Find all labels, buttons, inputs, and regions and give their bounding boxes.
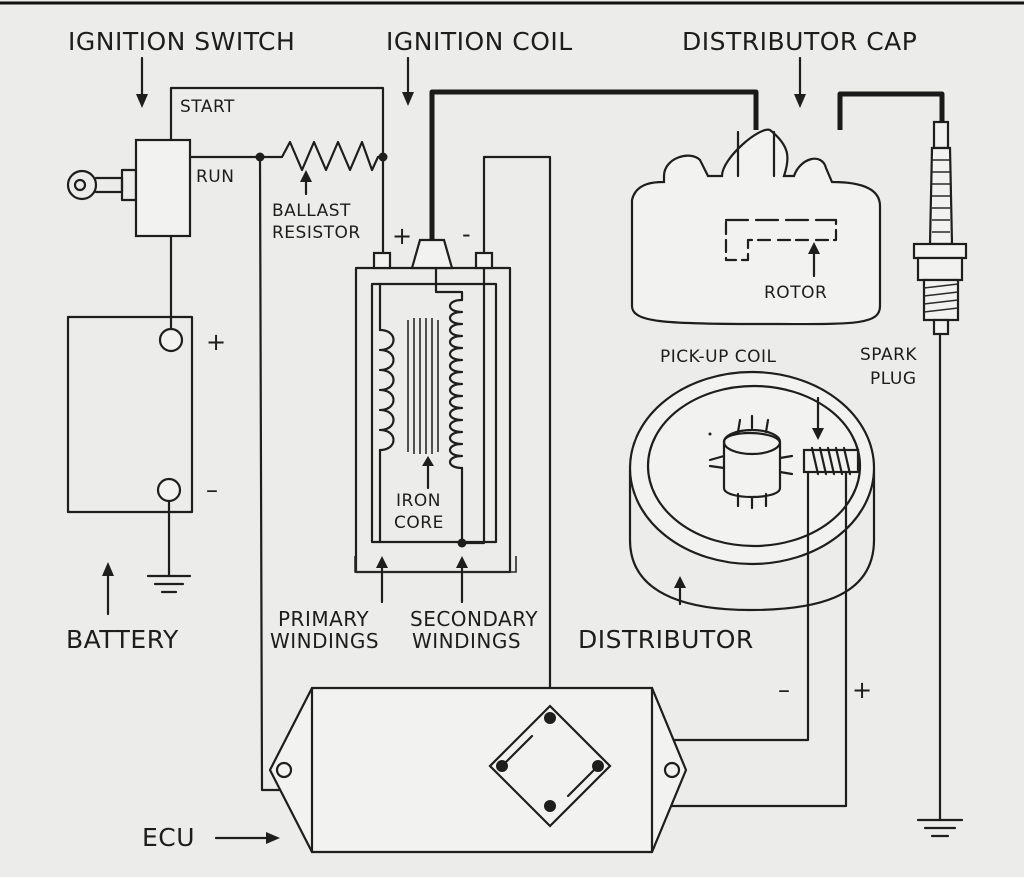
start-wire (169, 86, 385, 255)
ballast-resistor (188, 140, 385, 172)
label-ignition-switch: IGNITION SWITCH (68, 27, 295, 56)
coil-plus-sign: + (392, 222, 413, 250)
label-battery: BATTERY (66, 625, 179, 654)
ecu (214, 686, 688, 854)
label-primary: PRIMARY (278, 607, 369, 631)
label-start: START (180, 97, 235, 117)
label-pick-up-coil: PICK-UP COIL (660, 347, 776, 367)
distributor-cap (630, 128, 882, 326)
spark-plug-lead (837, 91, 945, 130)
coil-tower (410, 238, 454, 270)
battery-minus-sign: – (206, 476, 219, 504)
ignition-switch (66, 138, 192, 238)
coil-high-tension-lead (429, 89, 759, 240)
label-ignition-coil: IGNITION COIL (386, 27, 573, 56)
coil-minus-terminal (474, 251, 494, 270)
label-distributor-cap: DISTRIBUTOR CAP (682, 27, 917, 56)
spark-plug-ground-icon (916, 818, 964, 838)
spark-plug (912, 120, 968, 838)
battery (66, 234, 194, 594)
iron-core (407, 318, 439, 454)
pickup-plus-sign: + (852, 676, 873, 704)
battery-positive-terminal (158, 327, 184, 353)
label-secondary: SECONDARY (410, 607, 538, 631)
coil-minus-sign: - (462, 220, 471, 248)
coil-plus-terminal (372, 251, 392, 270)
ecu-connector (488, 704, 612, 828)
label-primary-windings: WINDINGS (270, 629, 379, 653)
pick-up-coil (802, 396, 860, 476)
label-plug: PLUG (870, 369, 917, 389)
label-core: CORE (394, 513, 444, 533)
primary-windings (378, 328, 395, 452)
coil-plus-junction (378, 152, 388, 162)
distributor (628, 370, 876, 612)
label-distributor: DISTRIBUTOR (578, 625, 754, 654)
battery-plus-sign: + (206, 328, 227, 356)
battery-negative-terminal (156, 477, 182, 503)
ignition-coil (354, 238, 517, 604)
label-secondary-windings: WINDINGS (412, 629, 521, 653)
label-ecu: ECU (142, 823, 195, 852)
reluctor (708, 414, 794, 510)
switch-body (134, 138, 192, 238)
label-spark: SPARK (860, 345, 917, 365)
battery-ground-icon (146, 574, 192, 594)
pickup-minus-sign: – (778, 676, 791, 704)
label-resistor: RESISTOR (272, 223, 361, 243)
label-run: RUN (196, 167, 234, 187)
key-icon (66, 168, 138, 202)
label-iron: IRON (396, 491, 441, 511)
secondary-windings (448, 298, 464, 470)
label-ballast: BALLAST (272, 201, 351, 221)
label-rotor: ROTOR (764, 283, 827, 303)
coil-negative-wire (482, 155, 552, 720)
header-arrows (102, 56, 806, 616)
